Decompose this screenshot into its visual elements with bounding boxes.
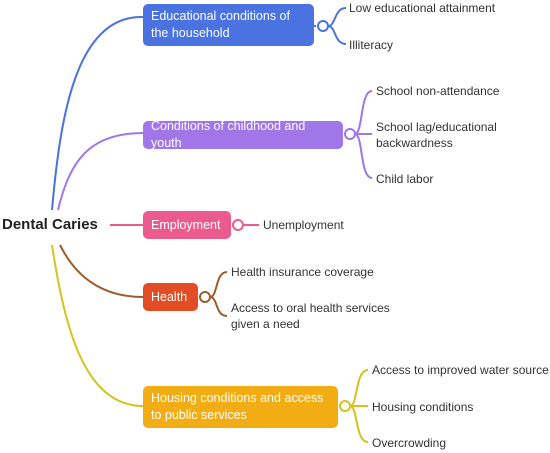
link-housing-leaf-3 bbox=[349, 405, 369, 443]
link-root-health bbox=[59, 244, 144, 298]
link-educational-leaf-2 bbox=[327, 25, 347, 45]
root-topic: Dental Caries bbox=[2, 216, 98, 233]
link-root-educational bbox=[51, 15, 144, 211]
link-root-childhood bbox=[57, 132, 144, 211]
hub-educational bbox=[317, 20, 329, 32]
leaf-child-labor: Child labor bbox=[376, 172, 434, 186]
link-childhood-leaf-3 bbox=[354, 133, 373, 179]
link-health-leaf-1 bbox=[209, 271, 228, 298]
branch-educational-conditions: Educational conditions of the household bbox=[143, 4, 314, 46]
leaf-unemployment: Unemployment bbox=[263, 218, 344, 232]
branch-employment: Employment bbox=[143, 211, 231, 239]
leaf-access-oral-health: Access to oral health services given a n… bbox=[231, 301, 390, 331]
hub-health bbox=[199, 291, 211, 303]
hub-employment bbox=[232, 219, 244, 231]
hub-childhood bbox=[344, 128, 356, 140]
leaf-illiteracy: Illiteracy bbox=[349, 38, 394, 52]
branch-health: Health bbox=[143, 283, 198, 311]
link-educational-leaf-1 bbox=[327, 7, 347, 27]
leaf-school-lag: School lag/educational backwardness bbox=[376, 120, 497, 150]
leaf-health-insurance-coverage: Health insurance coverage bbox=[231, 265, 374, 279]
leaf-housing-conditions: Housing conditions bbox=[372, 400, 474, 414]
branch-childhood-youth: Conditions of childhood and youth bbox=[143, 119, 343, 150]
leaf-improved-water-source: Access to improved water source bbox=[372, 363, 549, 377]
link-health-leaf-2 bbox=[209, 296, 228, 317]
link-root-housing bbox=[51, 244, 144, 407]
branch-housing: Housing conditions and access to public … bbox=[143, 386, 338, 428]
leaf-overcrowding: Overcrowding bbox=[372, 436, 447, 450]
link-childhood-leaf-1 bbox=[354, 90, 373, 135]
leaf-school-non-attendance: School non-attendance bbox=[376, 84, 500, 98]
hub-housing bbox=[339, 400, 351, 412]
link-housing-leaf-1 bbox=[349, 369, 369, 407]
leaf-low-educational-attainment: Low educational attainment bbox=[349, 1, 496, 15]
